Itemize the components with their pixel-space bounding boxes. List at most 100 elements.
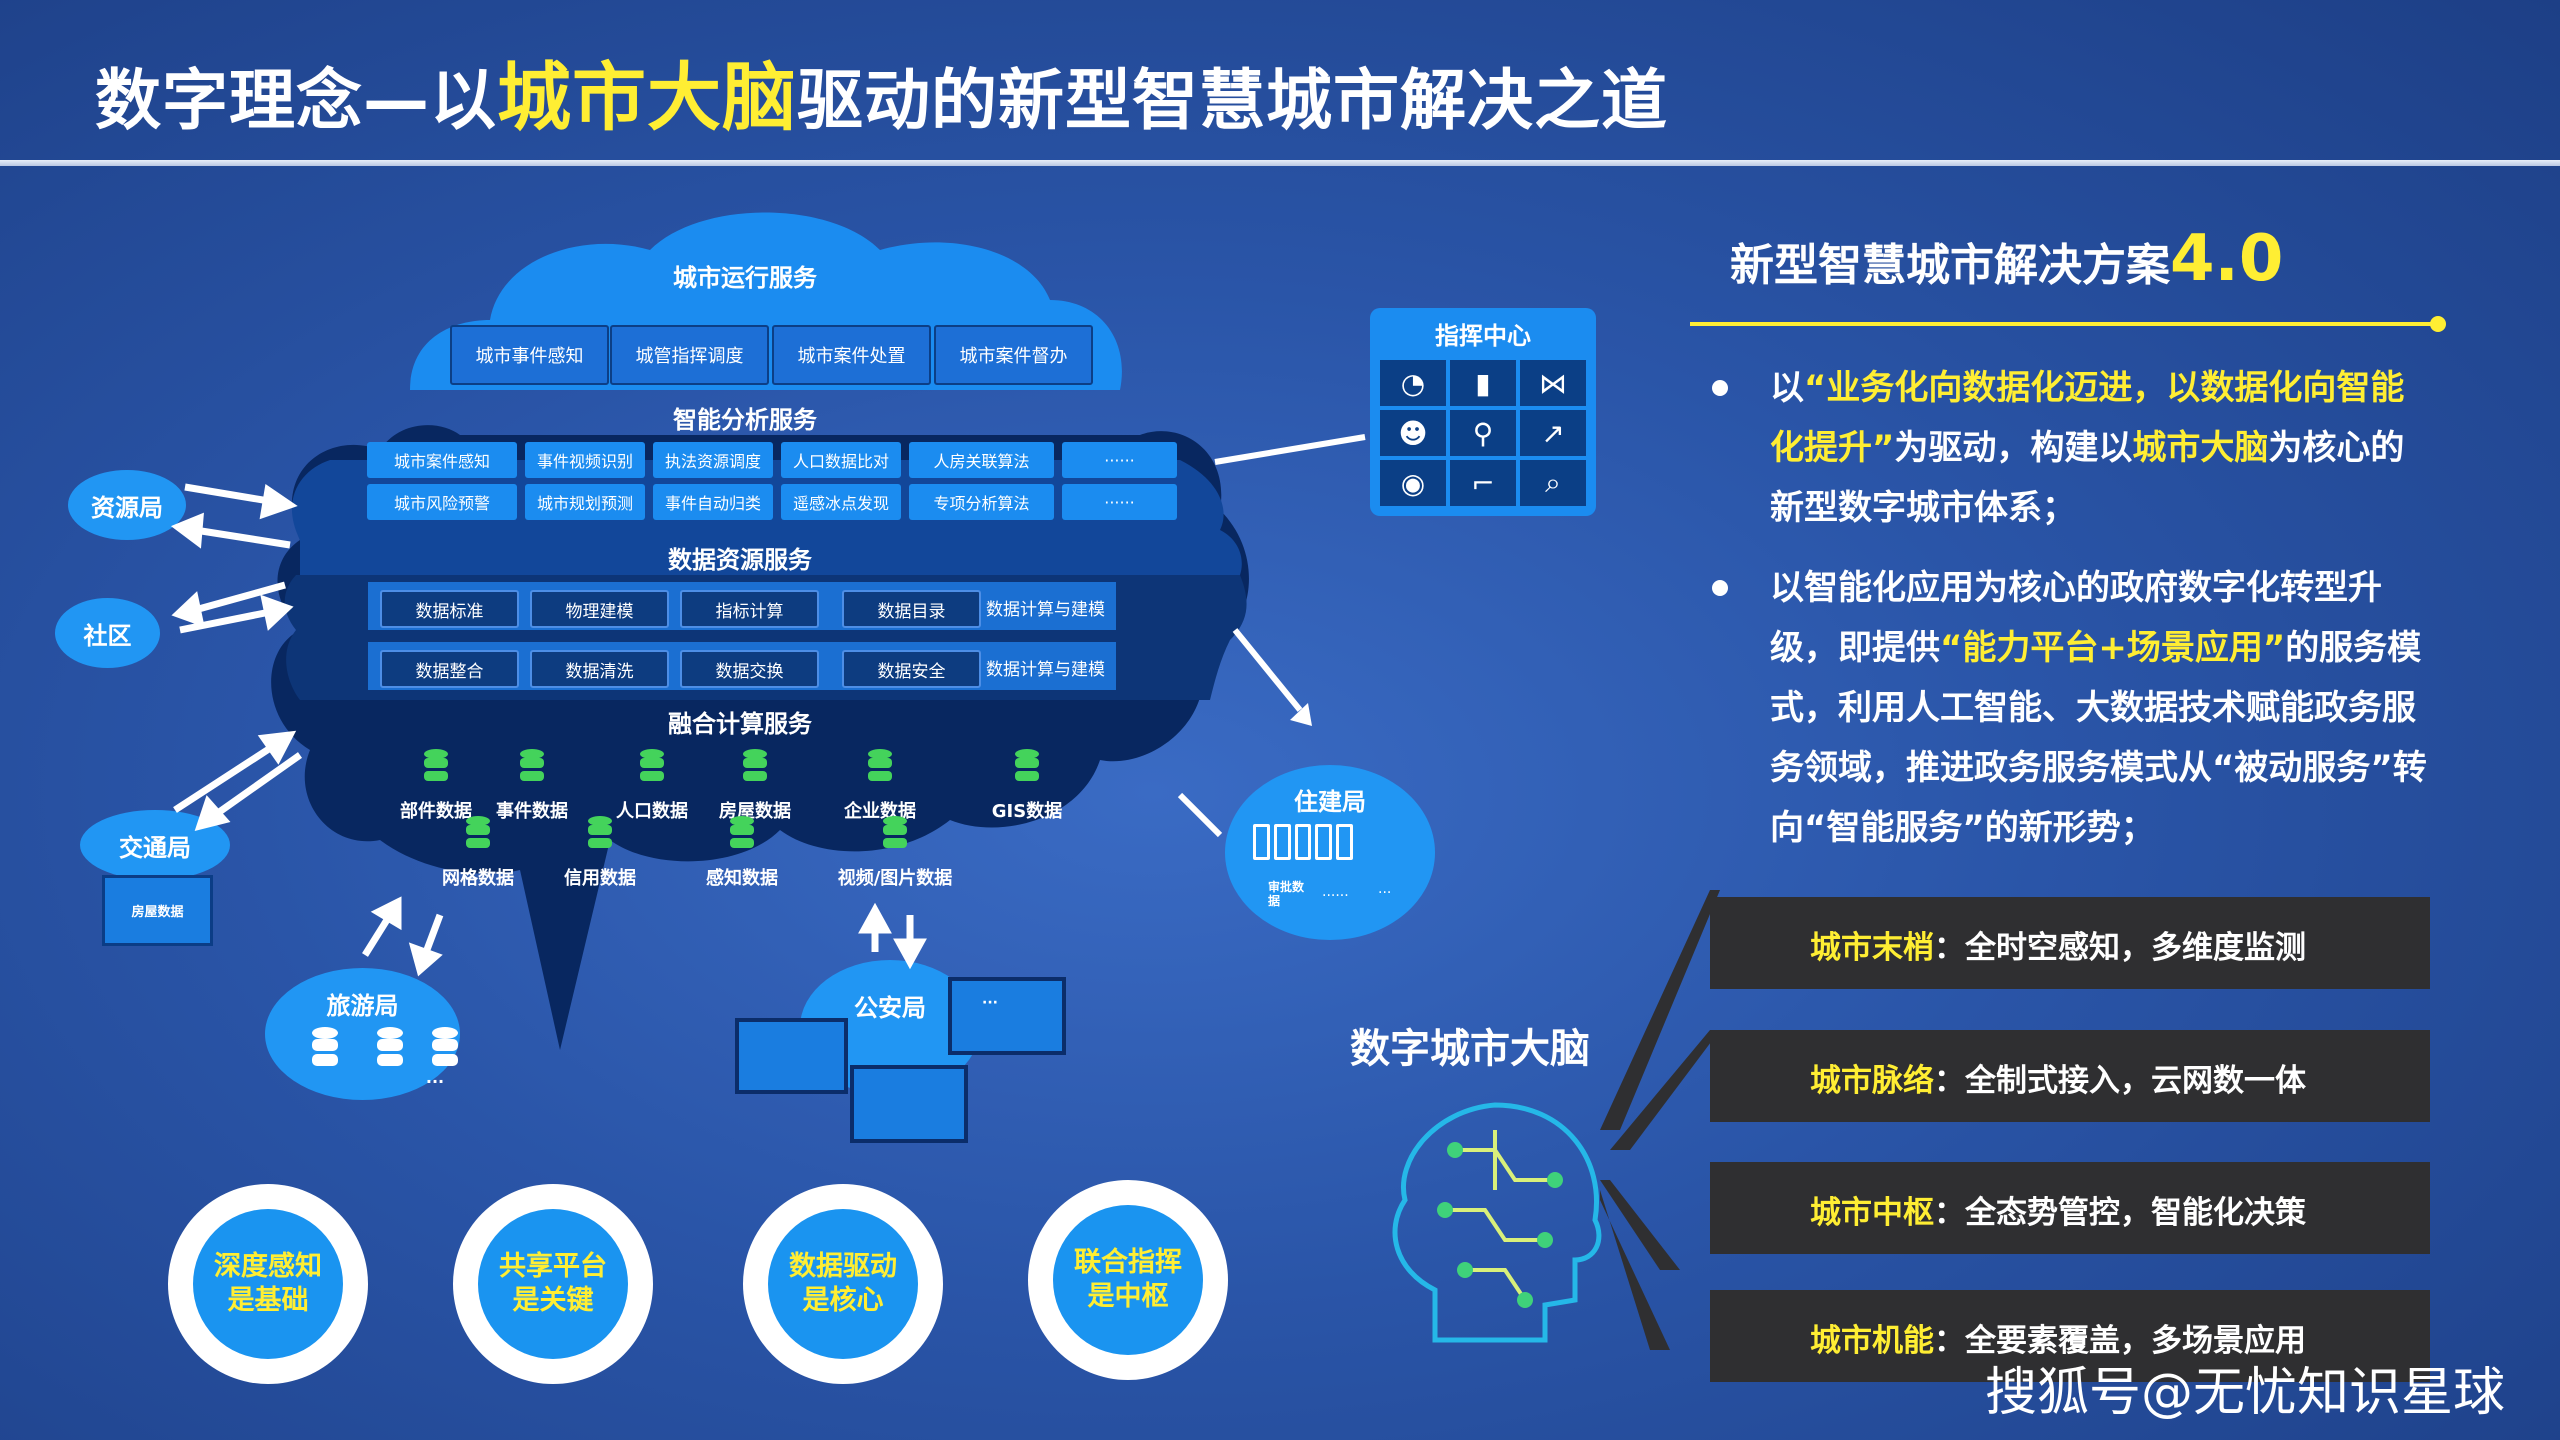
- housing-dots: ···: [1378, 885, 1392, 901]
- tourism-dots: ···: [425, 1072, 445, 1091]
- fusion-data-item: 人口数据: [597, 748, 707, 823]
- command-center-grid: ◔ ▮ ⋈ ☻ ⚲ ↗ ◉ ⌐ ⌕: [1380, 360, 1586, 506]
- solution-title: 新型智慧城市解决方案4.0: [1730, 222, 2284, 296]
- fusion-data-label: 部件数据: [400, 801, 472, 822]
- cloud-top-button[interactable]: 城市事件感知: [450, 325, 609, 385]
- data-resource-label: 数据资源服务: [668, 546, 812, 574]
- ai-button[interactable]: 人房关联算法: [909, 442, 1054, 478]
- map-pin-icon[interactable]: ⚲: [1450, 410, 1516, 456]
- data-resource-button[interactable]: 数据安全: [842, 650, 981, 688]
- database-icon: [1015, 749, 1039, 781]
- data-resource-button[interactable]: 数据交换: [680, 650, 819, 688]
- pillar-circle: 联合指挥是中枢: [1028, 1180, 1228, 1380]
- database-icon: [730, 816, 754, 848]
- fusion-data-item: 信用数据: [545, 815, 655, 890]
- traffic-data-card: 房屋数据: [102, 875, 213, 946]
- ai-button[interactable]: 执法资源调度: [653, 442, 773, 478]
- pie-chart-icon[interactable]: ◔: [1380, 360, 1446, 406]
- band-1: [1710, 897, 2430, 989]
- paragraph-1: 以“业务化向数据化迈进，以数据化向智能化提升”为驱动，构建以城市大脑为核心的新型…: [1770, 368, 2405, 528]
- fusion-data-item: 网格数据: [423, 815, 533, 890]
- server-icons: [1253, 824, 1353, 860]
- data-resource-button[interactable]: 物理建模: [530, 590, 669, 628]
- band-2-text: 城市脉络：全制式接入，云网数一体: [1810, 1063, 2306, 1099]
- band-3: [1710, 1162, 2430, 1254]
- fusion-data-label: 视频/图片数据: [837, 868, 953, 889]
- band-connector: [1600, 890, 1720, 1350]
- ai-button[interactable]: 城市风险预警: [367, 484, 517, 520]
- ai-button[interactable]: 城市案件感知: [367, 442, 517, 478]
- fusion-data-label: 事件数据: [496, 801, 568, 822]
- server-icon: [1336, 824, 1353, 860]
- title-divider: [0, 160, 2560, 166]
- pillar-circle: 深度感知是基础: [168, 1184, 368, 1384]
- network-icon[interactable]: ⋈: [1520, 360, 1586, 406]
- drop-icon[interactable]: ◉: [1380, 460, 1446, 506]
- search-icon[interactable]: ⌕: [1520, 460, 1586, 506]
- band-3-text: 城市中枢：全态势管控，智能化决策: [1810, 1195, 2306, 1231]
- server-icon: [1315, 824, 1333, 860]
- database-icon: [466, 816, 490, 848]
- people-icon[interactable]: ☻: [1380, 410, 1446, 456]
- housing-label: 住建局: [1294, 788, 1366, 816]
- fusion-data-label: 人口数据: [616, 801, 688, 822]
- fusion-data-label: 网格数据: [442, 868, 514, 889]
- police-data-card: [948, 977, 1066, 1055]
- solution-divider-dot: [2430, 316, 2446, 332]
- cloud-top-button[interactable]: 城市案件处置: [772, 325, 931, 385]
- data-resource-button[interactable]: 数据计算与建模: [986, 599, 1105, 620]
- fusion-data-item: 事件数据: [477, 748, 587, 823]
- ai-button[interactable]: 专项分析算法: [909, 484, 1054, 520]
- band-2: [1710, 1030, 2430, 1122]
- database-icon: [588, 816, 612, 848]
- ai-button[interactable]: 人口数据比对: [781, 442, 901, 478]
- fusion-data-item: 感知数据: [687, 815, 797, 890]
- pillar-circle: 数据驱动是核心: [743, 1184, 943, 1384]
- camera-icon[interactable]: ⌐: [1450, 460, 1516, 506]
- cloud-top-button[interactable]: 城市案件督办: [934, 325, 1093, 385]
- database-icon: [743, 749, 767, 781]
- fusion-data-item: GIS数据: [972, 748, 1082, 823]
- band-4: [1710, 1290, 2430, 1382]
- police-data-card: [850, 1065, 968, 1143]
- cloud-top-button[interactable]: 城管指挥调度: [610, 325, 769, 385]
- ai-button[interactable]: 事件自动归类: [653, 484, 773, 520]
- fusion-label: 融合计算服务: [668, 710, 812, 738]
- data-resource-button[interactable]: 数据目录: [842, 590, 981, 628]
- housing-sub-label: 审批数据: [1268, 880, 1305, 908]
- node-resource-bureau[interactable]: 资源局: [68, 470, 186, 540]
- ai-button[interactable]: 城市规划预测: [525, 484, 645, 520]
- ai-button[interactable]: ······: [1062, 484, 1177, 520]
- fusion-data-item: 部件数据: [381, 748, 491, 823]
- fusion-data-label: 感知数据: [706, 868, 778, 889]
- server-icon: [1253, 824, 1270, 860]
- ai-button[interactable]: ······: [1062, 442, 1177, 478]
- police-dots: ···: [982, 995, 998, 1011]
- line-chart-icon[interactable]: ↗: [1520, 410, 1586, 456]
- solution-divider: [1690, 322, 2440, 326]
- node-community[interactable]: 社区: [55, 598, 160, 668]
- fusion-data-item: 视频/图片数据: [830, 815, 960, 890]
- data-resource-button[interactable]: 数据整合: [380, 650, 519, 688]
- cloud-top-label: 城市运行服务: [673, 264, 817, 292]
- pillar-circle-inner: 共享平台是关键: [478, 1209, 628, 1359]
- server-icon: [1294, 824, 1312, 860]
- pillar-circle-inner: 数据驱动是核心: [768, 1209, 918, 1359]
- ai-button[interactable]: 遥感冰点发现: [781, 484, 901, 520]
- command-center-title: 指挥中心: [1435, 322, 1531, 350]
- bar-chart-icon[interactable]: ▮: [1450, 360, 1516, 406]
- pillar-circle: 共享平台是关键: [453, 1184, 653, 1384]
- node-tourism-bureau[interactable]: [265, 968, 460, 1100]
- police-data-card: [735, 1018, 848, 1094]
- data-resource-button[interactable]: 数据清洗: [530, 650, 669, 688]
- police-label: 公安局: [854, 994, 926, 1022]
- pillar-circle-inner: 深度感知是基础: [193, 1209, 343, 1359]
- tourism-database-icons: [312, 1027, 458, 1066]
- database-icon: [424, 749, 448, 781]
- data-resource-button[interactable]: 指标计算: [680, 590, 819, 628]
- data-resource-button[interactable]: 数据计算与建模: [986, 659, 1105, 680]
- ai-button[interactable]: 事件视频识别: [525, 442, 645, 478]
- data-resource-button[interactable]: 数据标准: [380, 590, 519, 628]
- database-icon: [520, 749, 544, 781]
- digital-brain-label: 数字城市大脑: [1350, 1026, 1590, 1072]
